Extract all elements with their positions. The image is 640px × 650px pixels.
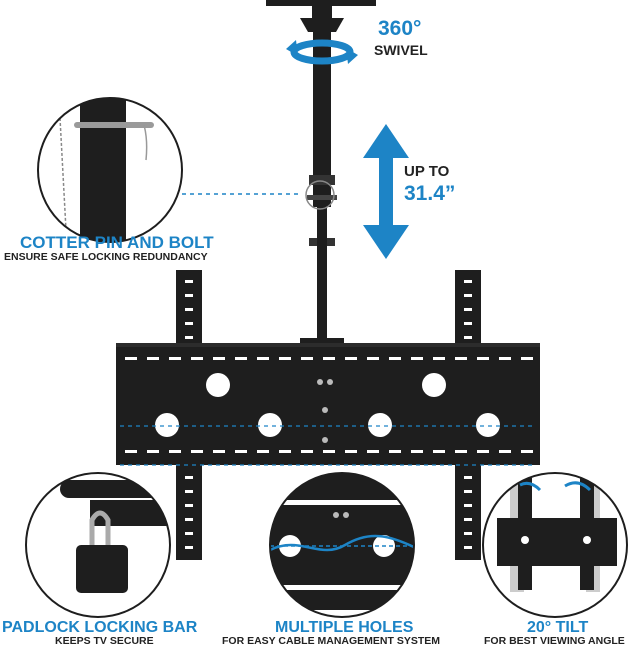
rail-slot xyxy=(185,532,193,535)
padlock-title: PADLOCK LOCKING BAR xyxy=(2,619,198,636)
rail-slot xyxy=(464,518,472,521)
rail-slot xyxy=(185,490,193,493)
rail-slot xyxy=(464,546,472,549)
height-arrow-icon xyxy=(363,124,409,259)
plate-slot xyxy=(499,357,511,360)
plate-slot xyxy=(455,450,467,453)
rail-slot xyxy=(185,322,193,325)
rail-slot xyxy=(464,532,472,535)
plate-slot xyxy=(411,357,423,360)
plate-slot xyxy=(257,450,269,453)
plate-slot xyxy=(147,357,159,360)
rail-slot xyxy=(185,518,193,521)
padlock-detail xyxy=(25,472,171,618)
plate-slot xyxy=(125,357,137,360)
plate-slot xyxy=(433,357,445,360)
rail-slot xyxy=(464,280,472,283)
holes-title: MULTIPLE HOLES xyxy=(275,619,414,636)
tilt-title: 20° TILT xyxy=(527,619,589,636)
rail-slot xyxy=(185,546,193,549)
plate-slot xyxy=(235,357,247,360)
plate-slot xyxy=(323,357,335,360)
plate-slot xyxy=(367,450,379,453)
cotter-pin-detail xyxy=(37,97,183,243)
plate-slot xyxy=(521,357,533,360)
rail-slot xyxy=(185,280,193,283)
ceiling-pole xyxy=(266,0,376,350)
plate-slot xyxy=(279,450,291,453)
plate-slot xyxy=(389,450,401,453)
rail-slot xyxy=(464,294,472,297)
rail-slot xyxy=(185,504,193,507)
plate-slot xyxy=(279,357,291,360)
plate-slot xyxy=(499,450,511,453)
tilt-subtitle: FOR BEST VIEWING ANGLE xyxy=(484,635,625,647)
plate-slot xyxy=(411,450,423,453)
swivel-arrow-icon xyxy=(286,39,358,65)
plate-slot xyxy=(169,357,181,360)
rail-slot xyxy=(185,308,193,311)
rail-slot xyxy=(185,476,193,479)
swivel-value: 360° xyxy=(378,17,422,40)
rail-slot xyxy=(185,294,193,297)
plate-slot xyxy=(433,450,445,453)
plate-slot xyxy=(367,357,379,360)
rail-slot xyxy=(464,504,472,507)
plate-slot xyxy=(455,357,467,360)
rail-slot xyxy=(464,490,472,493)
plate-slot xyxy=(191,450,203,453)
plate-slot xyxy=(213,357,225,360)
plate-slot xyxy=(345,357,357,360)
rail-slot xyxy=(464,336,472,339)
plate-slot xyxy=(477,357,489,360)
rail-slot xyxy=(464,476,472,479)
wall-plate xyxy=(116,343,540,465)
plate-slot xyxy=(213,450,225,453)
height-label: UP TO xyxy=(404,163,450,180)
plate-slot xyxy=(301,450,313,453)
rail-slot xyxy=(185,336,193,339)
padlock-subtitle: KEEPS TV SECURE xyxy=(55,635,154,647)
height-value: 31.4” xyxy=(404,182,456,205)
rail-slot xyxy=(464,308,472,311)
plate-slot xyxy=(147,450,159,453)
holes-detail xyxy=(269,472,415,618)
plate-slot xyxy=(323,450,335,453)
swivel-label: SWIVEL xyxy=(374,42,428,58)
plate-slot xyxy=(257,357,269,360)
cotter-subtitle: ENSURE SAFE LOCKING REDUNDANCY xyxy=(4,251,208,263)
plate-slot xyxy=(301,357,313,360)
plate-slot xyxy=(477,450,489,453)
rail-slot xyxy=(464,322,472,325)
plate-slot xyxy=(345,450,357,453)
plate-slot xyxy=(389,357,401,360)
plate-slot xyxy=(125,450,137,453)
plate-slot xyxy=(521,450,533,453)
tilt-detail xyxy=(482,472,628,618)
plate-slot xyxy=(169,450,181,453)
plate-slot xyxy=(235,450,247,453)
plate-slot xyxy=(191,357,203,360)
cotter-title: COTTER PIN AND BOLT xyxy=(20,233,214,252)
holes-subtitle: FOR EASY CABLE MANAGEMENT SYSTEM xyxy=(222,635,440,647)
